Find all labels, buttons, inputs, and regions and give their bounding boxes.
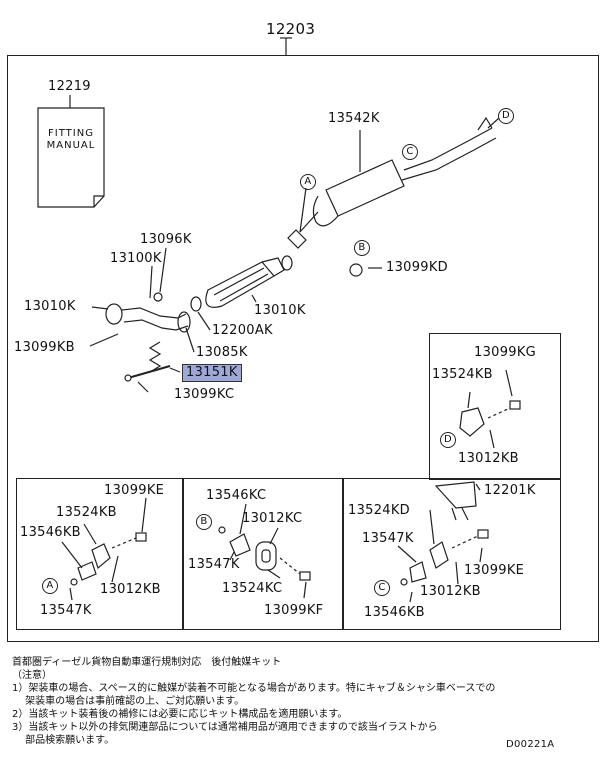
fitting-manual-line-1: FITTING [48, 128, 94, 139]
part-13546KB-box3[interactable]: 13546KB [364, 605, 425, 620]
part-13099KB[interactable]: 13099KB [14, 340, 75, 355]
part-12219[interactable]: 12219 [48, 79, 91, 94]
part-13012KB-box1[interactable]: 13012KB [100, 582, 161, 597]
part-13010K-left[interactable]: 13010K [24, 299, 76, 314]
marker-a: A [300, 174, 316, 190]
note-3b: 部品検索願います。 [12, 735, 115, 746]
notes-title: 首都圏ディーゼル貨物自動車運行規制対応 後付触媒キット [12, 657, 282, 668]
notes-subtitle: （注意） [12, 670, 52, 681]
marker-d: D [498, 108, 514, 124]
part-13012KB-box3[interactable]: 13012KB [420, 584, 481, 599]
part-13546KB-box1[interactable]: 13546KB [20, 525, 81, 540]
part-13524KD[interactable]: 13524KD [348, 503, 410, 518]
part-13099KE-box3[interactable]: 13099KE [464, 563, 525, 578]
main-frame [7, 55, 599, 642]
part-13099KC[interactable]: 13099KC [174, 387, 235, 402]
fitting-manual-line-2: MANUAL [46, 140, 96, 151]
note-1a: 1）架装車の場合、スペース的に触媒が装着不可能となる場合があります。特にキャブ＆… [12, 683, 496, 694]
marker-c-detail: C [374, 580, 390, 596]
bottom-detail-box-2 [182, 478, 344, 630]
part-13546KC[interactable]: 13546KC [206, 488, 267, 503]
part-13100K[interactable]: 13100K [110, 251, 162, 266]
part-13524KC[interactable]: 13524KC [222, 581, 283, 596]
part-13547K-box3[interactable]: 13547K [362, 531, 414, 546]
bottom-detail-box-3 [342, 478, 561, 630]
diagram-code: D00221A [506, 739, 555, 750]
marker-b-detail: B [196, 514, 212, 530]
fitting-manual-document [37, 107, 105, 208]
part-13010K-right[interactable]: 13010K [254, 303, 306, 318]
part-13542K[interactable]: 13542K [328, 111, 380, 126]
marker-c: C [402, 144, 418, 160]
part-13524KB-box1[interactable]: 13524KB [56, 505, 117, 520]
part-13099KF[interactable]: 13099KF [264, 603, 324, 618]
part-13096K[interactable]: 13096K [140, 232, 192, 247]
part-13012KC[interactable]: 13012KC [242, 511, 303, 526]
notes-section: 首都圏ディーゼル貨物自動車運行規制対応 後付触媒キット （注意） 1）架装車の場… [12, 656, 602, 747]
marker-a-detail: A [42, 578, 58, 594]
part-13151K-highlighted[interactable]: 13151K [182, 364, 242, 382]
note-2: 2）当該キット装着後の補修には必要に応じキット構成品を適用願います。 [12, 709, 348, 720]
note-3a: 3）当該キット以外の排気関連部品については通常補用品が適用できますので該当イラス… [12, 722, 438, 733]
part-13099KE-box1[interactable]: 13099KE [104, 483, 165, 498]
part-13099KG[interactable]: 13099KG [474, 345, 537, 360]
part-13547K-box1[interactable]: 13547K [40, 603, 92, 618]
marker-b: B [354, 240, 370, 256]
fitting-manual-text: FITTING MANUAL [38, 128, 104, 152]
part-13085K[interactable]: 13085K [196, 345, 248, 360]
part-13099KD[interactable]: 13099KD [386, 260, 448, 275]
part-13547K-box2[interactable]: 13547K [188, 557, 240, 572]
part-12201K[interactable]: 12201K [484, 483, 536, 498]
part-13524KB-right[interactable]: 13524KB [432, 367, 493, 382]
note-1b: 架装車の場合は事前確認の上、ご対応願います。 [12, 696, 245, 707]
part-13012KB-right[interactable]: 13012KB [458, 451, 519, 466]
part-12203[interactable]: 12203 [266, 20, 316, 38]
marker-d-detail: D [440, 432, 456, 448]
right-detail-box [429, 333, 561, 480]
bottom-detail-box-1 [16, 478, 184, 630]
part-12200AK[interactable]: 12200AK [212, 323, 273, 338]
